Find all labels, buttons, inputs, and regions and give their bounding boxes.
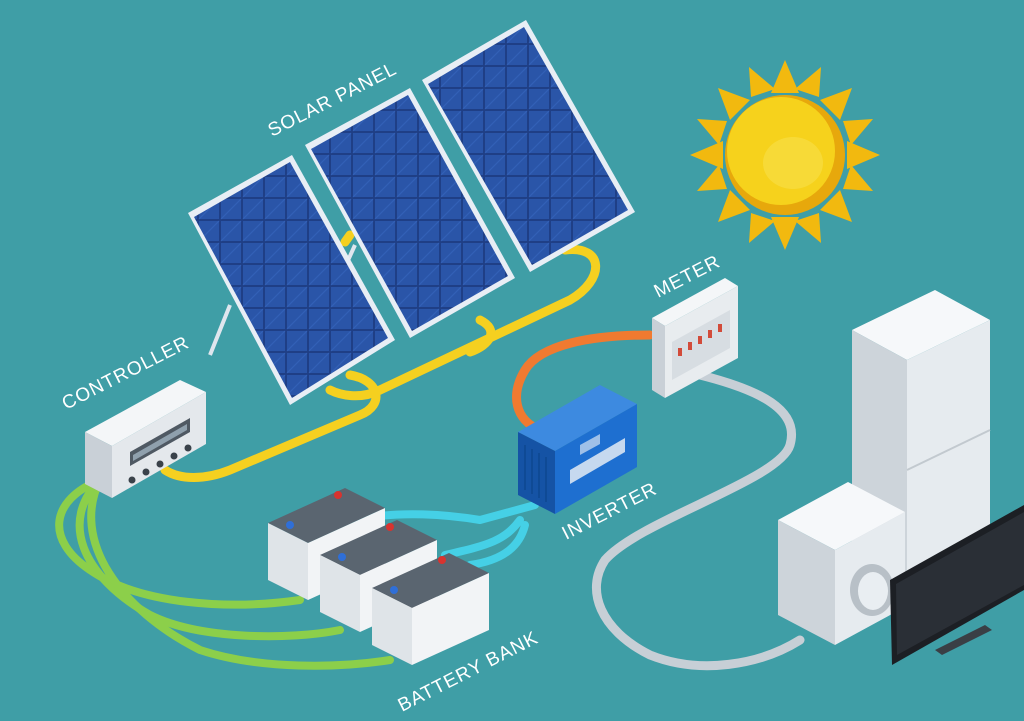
battery-icon (268, 488, 489, 665)
wire-solar (465, 315, 496, 357)
wire-solar (160, 370, 381, 482)
tv-icon (890, 505, 1024, 665)
wire-meter-inverter (512, 330, 655, 435)
wire-meter-appliance (592, 370, 805, 671)
wire-battery-inverter (441, 516, 524, 559)
washing-machine-icon (778, 482, 905, 645)
solar-panel-icon (188, 20, 635, 405)
inverter-icon (518, 385, 637, 514)
meter-icon (652, 278, 738, 398)
wire-solar (325, 245, 601, 401)
sun-icon (690, 60, 880, 250)
refrigerator-icon (852, 290, 991, 600)
wire-controller-battery (87, 476, 394, 670)
wire-solar (340, 230, 355, 247)
controller-icon (85, 380, 206, 498)
wire-controller-battery (55, 476, 304, 609)
wire-battery-inverter (466, 521, 529, 569)
